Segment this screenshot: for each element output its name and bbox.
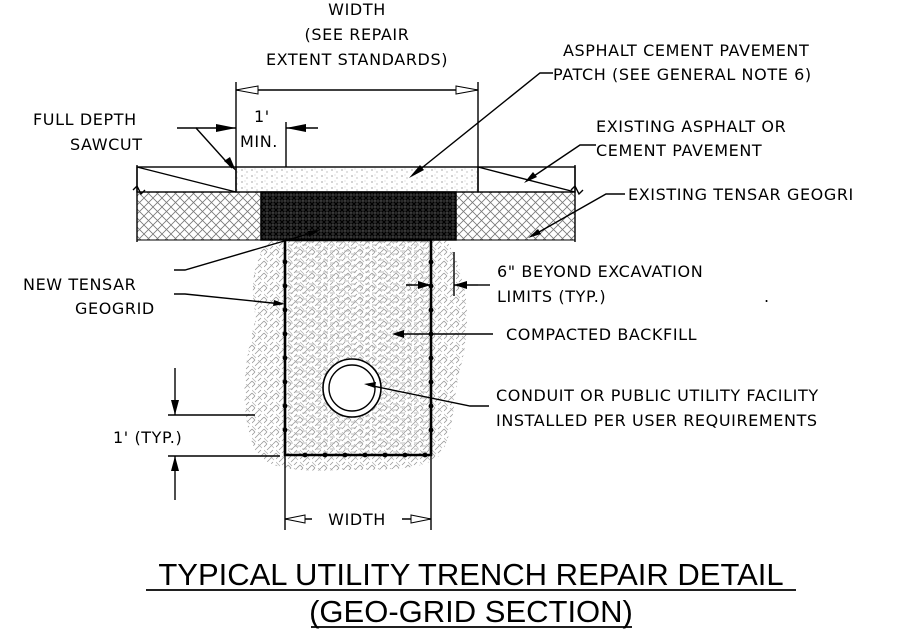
patch-label-1: ASPHALT CEMENT PAVEMENT bbox=[563, 41, 809, 60]
width-top-label-1: WIDTH bbox=[328, 0, 386, 19]
existing-pavement-label-1: EXISTING ASPHALT OR bbox=[596, 117, 786, 136]
existing-geogrid-label: EXISTING TENSAR GEOGRI bbox=[628, 185, 854, 204]
width-top-label-3: EXTENT STANDARDS) bbox=[266, 50, 448, 69]
conduit-label-1: CONDUIT OR PUBLIC UTILITY FACILITY bbox=[496, 386, 819, 405]
title-line-1: TYPICAL UTILITY TRENCH REPAIR DETAIL bbox=[158, 557, 783, 592]
existing-pavement-label-2: CEMENT PAVEMENT bbox=[596, 141, 762, 160]
geogrid-wrap-nodes bbox=[282, 259, 434, 458]
existing-base-layer-left bbox=[136, 191, 262, 241]
sawcut-label-2: SAWCUT bbox=[70, 135, 143, 154]
min-label-1: 1' bbox=[254, 107, 270, 126]
new-geogrid-label-1: NEW TENSAR bbox=[23, 275, 136, 294]
conduit-outer bbox=[322, 358, 382, 418]
new-base-layer bbox=[260, 191, 457, 241]
existing-base-layer-right bbox=[455, 191, 576, 241]
geogrid-wrap bbox=[283, 240, 433, 457]
beyond-label-1: 6" BEYOND EXCAVATION bbox=[497, 262, 703, 281]
beyond-label-dot: . bbox=[764, 287, 770, 306]
typ-1ft-label: 1' (TYP.) bbox=[113, 428, 182, 447]
patch-label-2: PATCH (SEE GENERAL NOTE 6) bbox=[553, 65, 812, 84]
min-label-2: MIN. bbox=[240, 132, 278, 151]
conduit-label-2: INSTALLED PER USER REQUIREMENTS bbox=[496, 411, 818, 430]
compacted-backfill bbox=[285, 240, 431, 455]
asphalt-patch bbox=[235, 166, 479, 193]
new-geogrid-label-2: GEOGRID bbox=[75, 299, 155, 318]
beyond-label-2: LIMITS (TYP.) bbox=[497, 287, 606, 306]
backfill-label: COMPACTED BACKFILL bbox=[506, 325, 697, 344]
title-line-2: (GEO-GRID SECTION) bbox=[309, 594, 633, 629]
width-bottom-label: WIDTH bbox=[328, 510, 386, 529]
sawcut-label-1: FULL DEPTH bbox=[33, 110, 137, 129]
width-top-label-2: (SEE REPAIR bbox=[305, 25, 410, 44]
